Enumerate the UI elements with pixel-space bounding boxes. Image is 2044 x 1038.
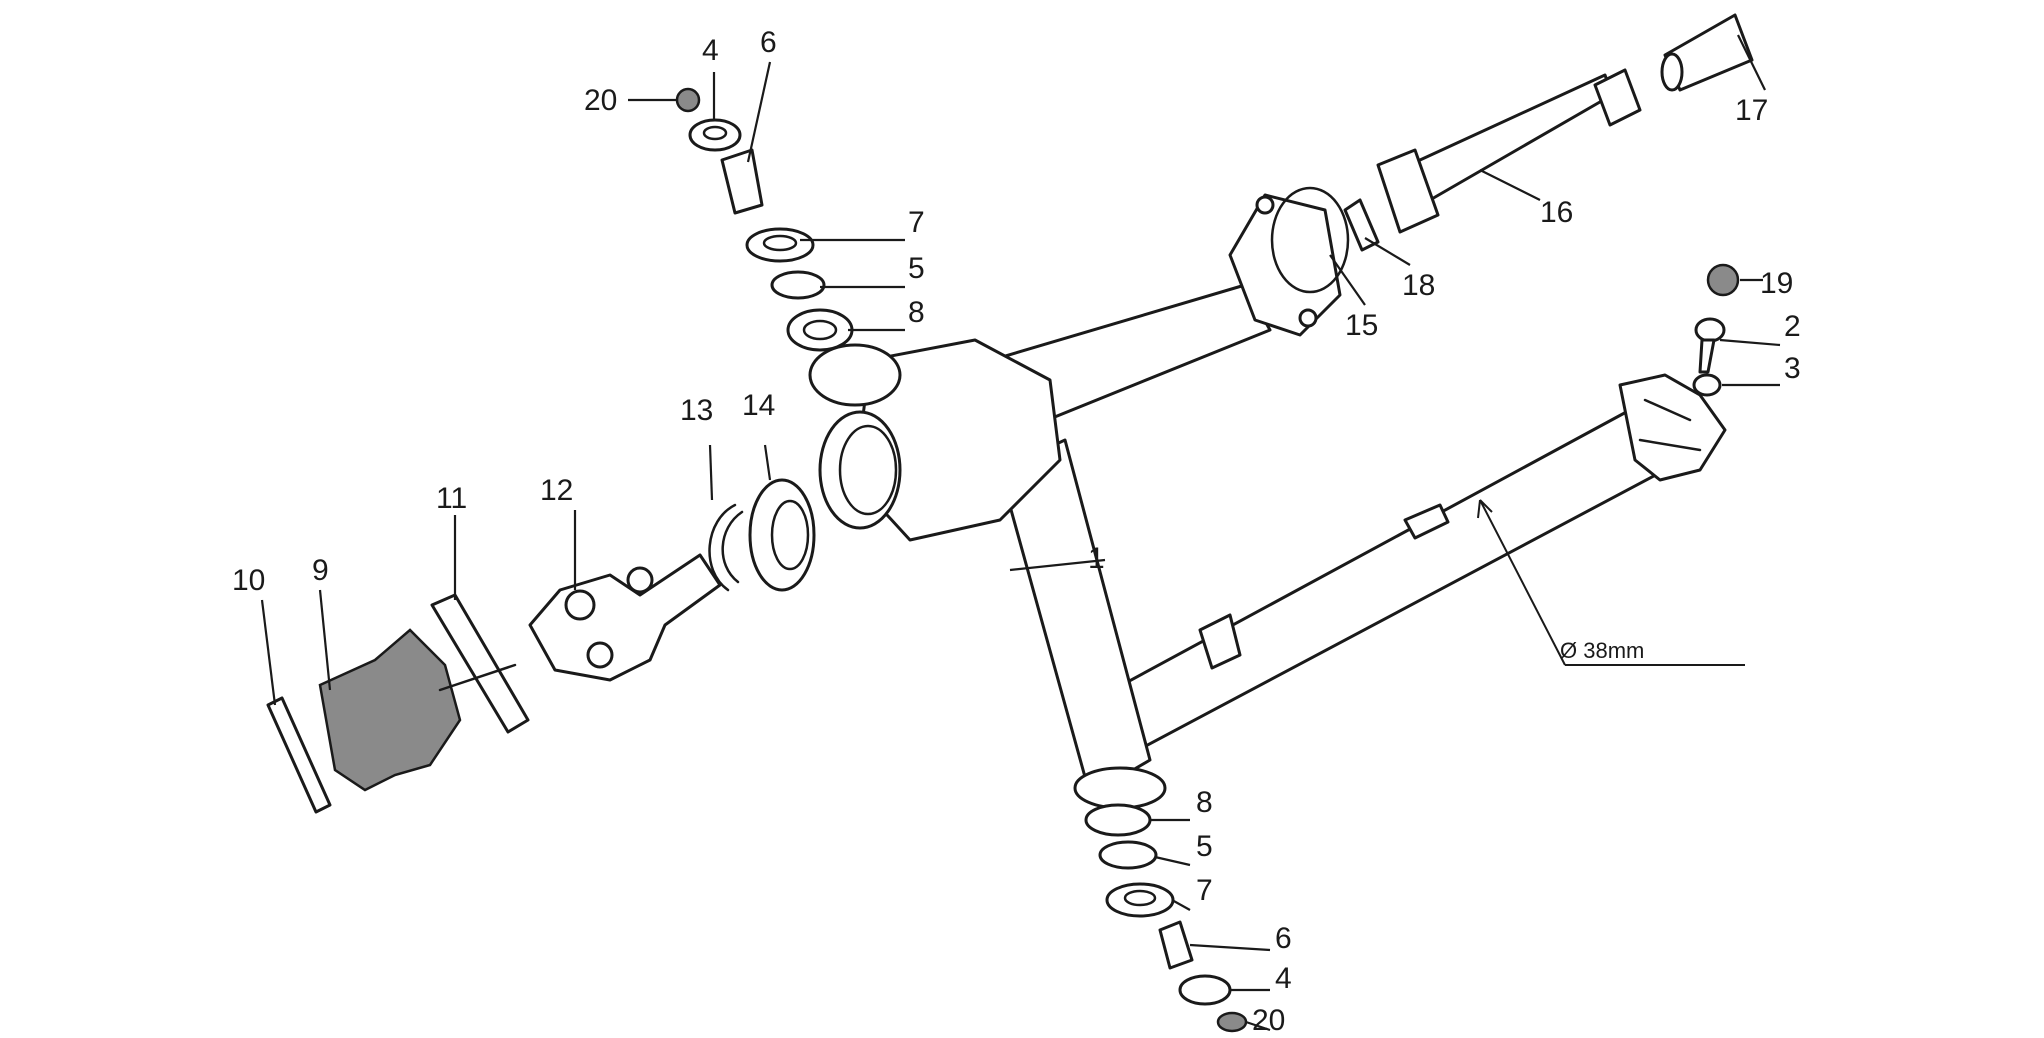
seal-7-bottom	[1105, 882, 1175, 918]
bearing-8-bottom	[1084, 803, 1152, 837]
bolt-head-2	[1694, 317, 1726, 343]
leader-lines	[260, 34, 1781, 1032]
callout-5-top: 5	[908, 252, 925, 285]
callout-2: 2	[1784, 310, 1801, 343]
dimension-annotation: Ø 38mm	[1477, 499, 1745, 666]
universal-joint-12	[528, 553, 722, 682]
callout-9: 9	[312, 554, 329, 587]
ring-5-bottom	[1098, 840, 1158, 870]
callout-18: 18	[1402, 269, 1435, 302]
callout-7-top: 7	[908, 206, 925, 239]
upper-bearing-stack	[675, 87, 854, 352]
callout-13: 13	[680, 394, 713, 427]
callout-19: 19	[1760, 267, 1793, 300]
pin-6-top	[720, 148, 764, 215]
callout-12: 12	[540, 474, 573, 507]
flange-11	[430, 593, 530, 734]
rear-fasteners	[1692, 263, 1740, 397]
callout-7-bottom: 7	[1196, 874, 1213, 907]
spline-16	[1376, 148, 1440, 234]
nut-19	[1706, 263, 1740, 297]
ring-5-top	[770, 270, 826, 300]
bearing-14	[748, 478, 816, 592]
rubber-boot-9	[318, 628, 462, 792]
circlip-13	[708, 503, 744, 592]
clamp-10	[266, 696, 332, 814]
callout-4-top: 4	[702, 34, 719, 67]
cap-20-bottom	[1216, 1011, 1248, 1033]
callout-3: 3	[1784, 352, 1801, 385]
callout-17: 17	[1735, 94, 1768, 127]
callout-20-bottom: 20	[1252, 1004, 1285, 1037]
swingarm-frame	[808, 193, 1727, 810]
callout-20-top: 20	[584, 84, 617, 117]
callout-numbers: 20 4 6 7 5 8 1 19 2 3 17 16 18 15 13 14 …	[232, 26, 1801, 1037]
callout-5-bottom: 5	[1196, 830, 1213, 863]
gasket-15	[1270, 186, 1350, 294]
nut-4-bottom	[1178, 974, 1232, 1006]
callout-4-bottom: 4	[1275, 962, 1292, 995]
callout-16: 16	[1540, 196, 1573, 229]
cardan-assembly	[266, 478, 816, 814]
callout-8-bottom: 8	[1196, 786, 1213, 819]
callout-1: 1	[1088, 542, 1105, 575]
callout-14: 14	[742, 389, 775, 422]
callout-6-bottom: 6	[1275, 922, 1292, 955]
tube-diameter-label: Ø 38mm	[1560, 638, 1644, 663]
nut-4-top	[688, 118, 742, 152]
callout-10: 10	[232, 564, 265, 597]
callout-8-top: 8	[908, 296, 925, 329]
drive-shaft-assembly	[1270, 13, 1754, 294]
washer-18	[1343, 198, 1380, 252]
callout-11: 11	[436, 482, 467, 515]
cap-20-top	[675, 87, 701, 113]
lower-bearing-stack	[1084, 803, 1248, 1033]
bearing-8-top	[786, 308, 854, 352]
pin-6-bottom	[1158, 920, 1194, 970]
callout-15: 15	[1345, 309, 1378, 342]
seal-7-top	[745, 227, 815, 263]
callout-6-top: 6	[760, 26, 777, 59]
shaft-16	[1403, 73, 1614, 202]
washer-3	[1692, 373, 1722, 397]
